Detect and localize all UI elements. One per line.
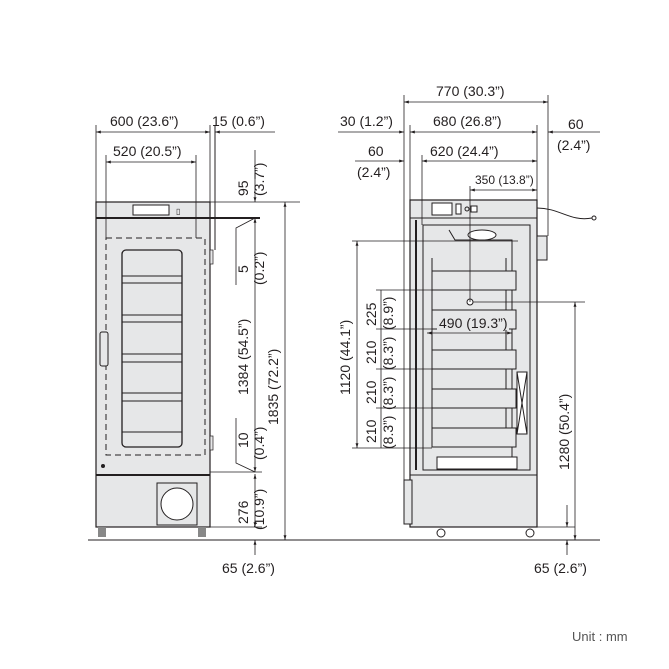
- dim-shelf-width: 490 (19.3”): [439, 315, 507, 331]
- caster-left: [98, 527, 106, 537]
- dim-rear-offset-mm: 60: [568, 116, 584, 132]
- dim-door-depth-in: (2.4”): [357, 164, 390, 180]
- dim-rear-offset-in: (2.4”): [557, 137, 590, 153]
- side-control-panel: [431, 202, 453, 216]
- dim-width-outer: 600 (23.6”): [110, 113, 178, 129]
- dim-shelf-pitch-4-mm: 210: [363, 419, 379, 443]
- dim-shelf-pitch-1-in: (8.9”): [380, 297, 396, 330]
- power-cord: [536, 207, 593, 220]
- indicator-icon: ▯: [176, 207, 180, 216]
- dim-width-inner: 520 (20.5”): [113, 143, 181, 159]
- dim-shelf-pitch-1-mm: 225: [363, 302, 379, 326]
- dim-total-depth: 770 (30.3”): [436, 83, 504, 99]
- dim-front-offset: 30 (1.2”): [340, 113, 393, 129]
- door-handle: [99, 331, 109, 367]
- side-view: [403, 199, 597, 538]
- caster-rear: [525, 528, 535, 538]
- lock-icon: [101, 464, 105, 468]
- dim-door-gap-bottom-mm: 10: [235, 432, 251, 448]
- dim-interior-height: 1120 (44.1”): [337, 320, 353, 395]
- control-panel: [132, 204, 170, 216]
- front-dimensions: 600 (23.6”) 15 (0.6”) 520 (20.5”) 95 (3.…: [95, 113, 300, 576]
- door-window: [121, 249, 183, 448]
- dim-caster-height-front: 65 (2.6”): [222, 560, 275, 576]
- dim-door-gap-top-mm: 5: [235, 265, 251, 273]
- dim-shelf-pitch-3-mm: 210: [363, 380, 379, 404]
- dim-shelf-pitch-2-mm: 210: [363, 340, 379, 364]
- dim-body-depth: 680 (26.8”): [433, 113, 501, 129]
- side-dimensions: 770 (30.3”) 30 (1.2”) 680 (26.8”) 60 (2.…: [337, 83, 600, 576]
- unit-label: Unit : mm: [572, 629, 628, 644]
- door-bottom-edge: [403, 479, 413, 525]
- dim-sensor-depth: 350 (13.8”): [475, 173, 534, 187]
- front-view: ▯: [95, 125, 260, 537]
- dim-top-offset-mm: 95: [235, 180, 251, 196]
- dim-base-height-mm: 276: [235, 500, 251, 524]
- dim-door-depth-mm: 60: [368, 143, 384, 159]
- fan-icon: [467, 229, 497, 241]
- dim-caster-height-side: 65 (2.6”): [534, 560, 587, 576]
- dim-base-height-in: (10.9”): [251, 489, 267, 530]
- dim-door-gap-top-in: (0.2”): [251, 252, 267, 285]
- hinge-bottom: [209, 435, 214, 451]
- dim-total-height: 1835 (72.2”): [265, 349, 281, 425]
- dim-shelf-pitch-4-in: (8.3”): [380, 416, 396, 449]
- chart-recorder-icon: [160, 487, 194, 521]
- dim-shelf-pitch-3-in: (8.3”): [380, 377, 396, 410]
- connector-icon: [464, 206, 470, 212]
- vent-grille: [436, 456, 518, 470]
- dim-door-gap-bottom-in: (0.4”): [251, 427, 267, 460]
- window-shelves: [122, 275, 182, 433]
- hinge-top: [209, 249, 214, 265]
- rear-box: [536, 235, 548, 261]
- dim-sensor-height: 1280 (50.4”): [556, 394, 572, 470]
- dim-door-height: 1384 (54.5”): [235, 319, 251, 395]
- plug-icon: [591, 215, 597, 221]
- dim-interior-depth: 620 (24.4”): [430, 143, 498, 159]
- caster-front: [436, 528, 446, 538]
- dim-shelf-pitch-2-in: (8.3”): [380, 337, 396, 370]
- dim-door-overhang: 15 (0.6”): [212, 113, 265, 129]
- dim-top-offset-in: (3.7”): [251, 163, 267, 196]
- caster-right: [198, 527, 206, 537]
